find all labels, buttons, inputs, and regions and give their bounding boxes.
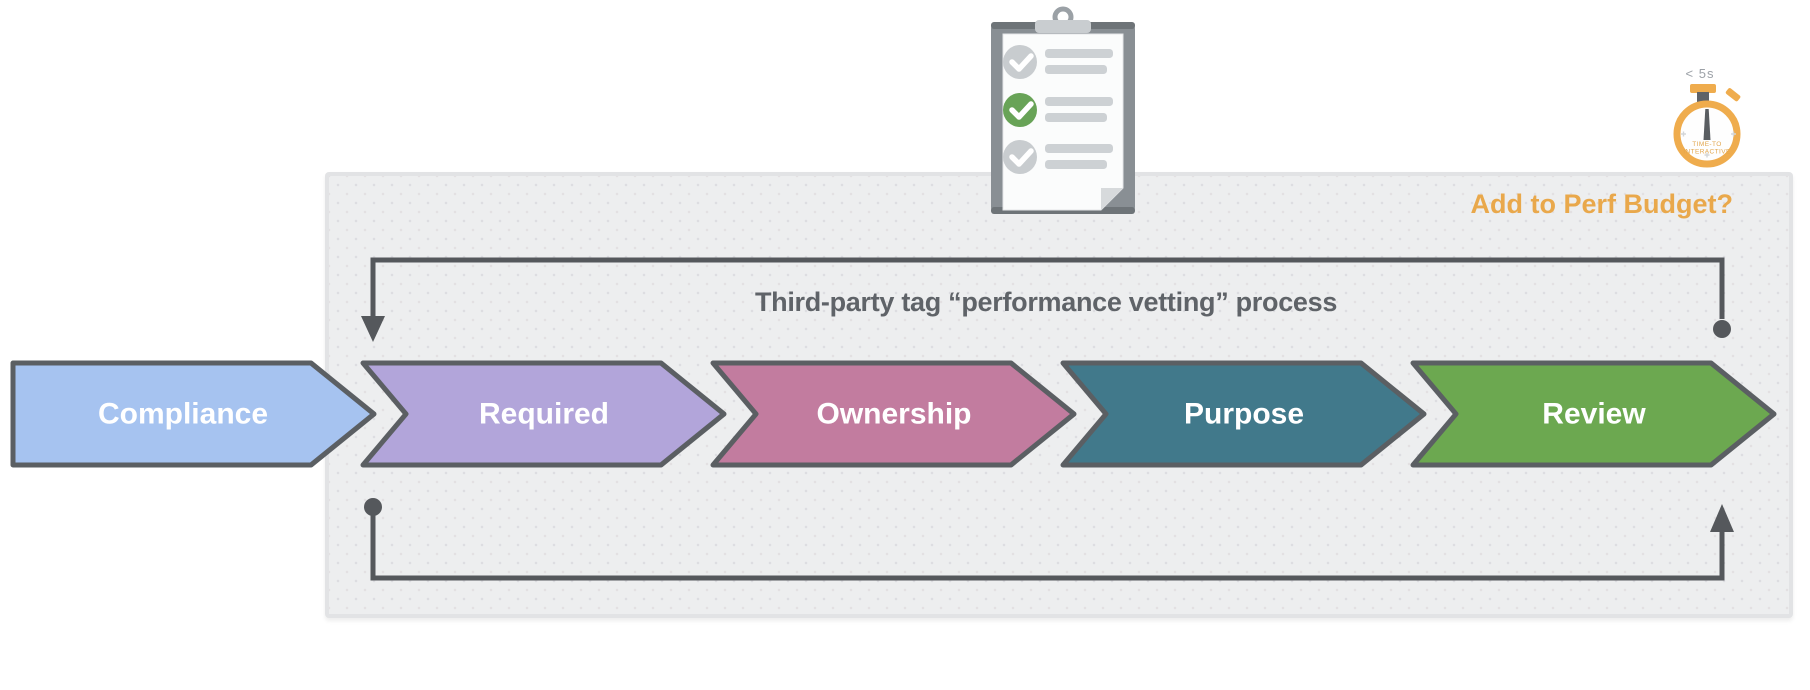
clipboard-clip (1035, 20, 1091, 33)
paper-fold (1101, 188, 1123, 210)
checklist-row (1003, 93, 1113, 127)
step-shape (360, 360, 727, 468)
step-arrow-required: Required (360, 360, 727, 468)
step-label: Ownership (816, 398, 971, 431)
checklist-row (1003, 140, 1113, 174)
check-icon (1009, 53, 1034, 72)
dial-label-line1: TIME-TO (1692, 141, 1721, 148)
step-shape (710, 360, 1077, 468)
dial-tick-marks (1681, 131, 1736, 158)
step-label: Required (479, 398, 609, 431)
check-circle-pending (1003, 45, 1037, 79)
stopwatch-crown-cap (1690, 84, 1716, 93)
step-label: Compliance (98, 398, 268, 431)
step-label: Review (1542, 398, 1646, 431)
line-placeholder (1045, 65, 1107, 74)
line-placeholder (1045, 49, 1113, 58)
step-arrow-purpose: Purpose (1060, 360, 1427, 468)
stopwatch-needle (1703, 109, 1711, 140)
stopwatch-icon: < 5s TIME-TO INTERACTIVE (1673, 66, 1741, 168)
dial-label-line2: INTERACTIVE (1683, 149, 1731, 156)
step-arrow-review: Review (1410, 360, 1777, 468)
line-placeholder (1045, 97, 1113, 106)
check-circle-pending (1003, 140, 1037, 174)
stopwatch-side-button (1725, 88, 1741, 102)
line-placeholder (1045, 113, 1107, 122)
check-icon (1009, 101, 1034, 120)
stopwatch-time-label: < 5s (1686, 66, 1715, 81)
process-title: Third-party tag “performance vetting” pr… (754, 287, 1338, 317)
line-placeholder (1045, 160, 1107, 169)
checklist-clipboard-icon (991, 6, 1135, 214)
checklist-row (1003, 45, 1113, 79)
line-placeholder (1045, 144, 1113, 153)
step-arrow-compliance: Compliance (10, 360, 377, 468)
step-arrow-ownership: Ownership (710, 360, 1077, 468)
check-icon (1009, 148, 1034, 167)
stopwatch-crown-stem (1697, 92, 1709, 102)
perf-budget-label: Add to Perf Budget? (1470, 189, 1733, 219)
step-label: Purpose (1184, 398, 1304, 431)
step-shape (1060, 360, 1427, 468)
step-shape (10, 360, 377, 468)
check-circle-done (1003, 93, 1037, 127)
step-shape (1410, 360, 1777, 468)
